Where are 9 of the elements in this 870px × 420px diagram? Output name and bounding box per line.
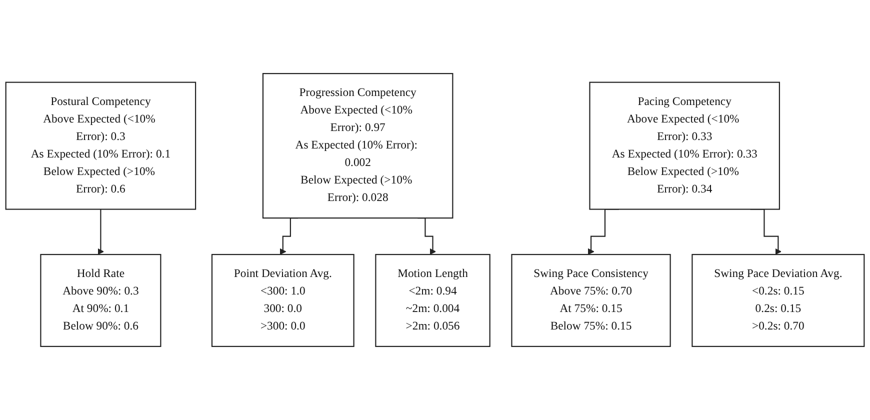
node-box: Pacing Competency Above Expected (<10% Error): 0.33 As Expected (10% Error): 0.33 Below Expected (>10% Error): 0.34	[589, 82, 780, 210]
node-box: Progression Competency Above Expected (<10% Error): 0.97 As Expected (10% Error): 0.002 Below Expected (>10% Error): 0.028	[262, 73, 454, 219]
node-box: Point Deviation Avg. <300: 1.0 300: 0.0 >300: 0.0	[211, 254, 354, 347]
node-box: Swing Pace Consistency Above 75%: 0.70 At 75%: 0.15 Below 75%: 0.15	[511, 254, 671, 347]
node-box: Postural Competency Above Expected (<10% Error): 0.3 As Expected (10% Error): 0.1 Below Expected (>10% Error): 0.6	[5, 82, 196, 210]
node-box: Hold Rate Above 90%: 0.3 At 90%: 0.1 Below 90%: 0.6	[40, 254, 162, 347]
arrow	[97, 208, 104, 255]
node-box: Swing Pace Deviation Avg. <0.2s: 0.15 0.2s: 0.15 >0.2s: 0.70	[692, 254, 865, 347]
node-box: Motion Length <2m: 0.94 ~2m: 0.004 >2m: 0.056	[375, 254, 490, 347]
